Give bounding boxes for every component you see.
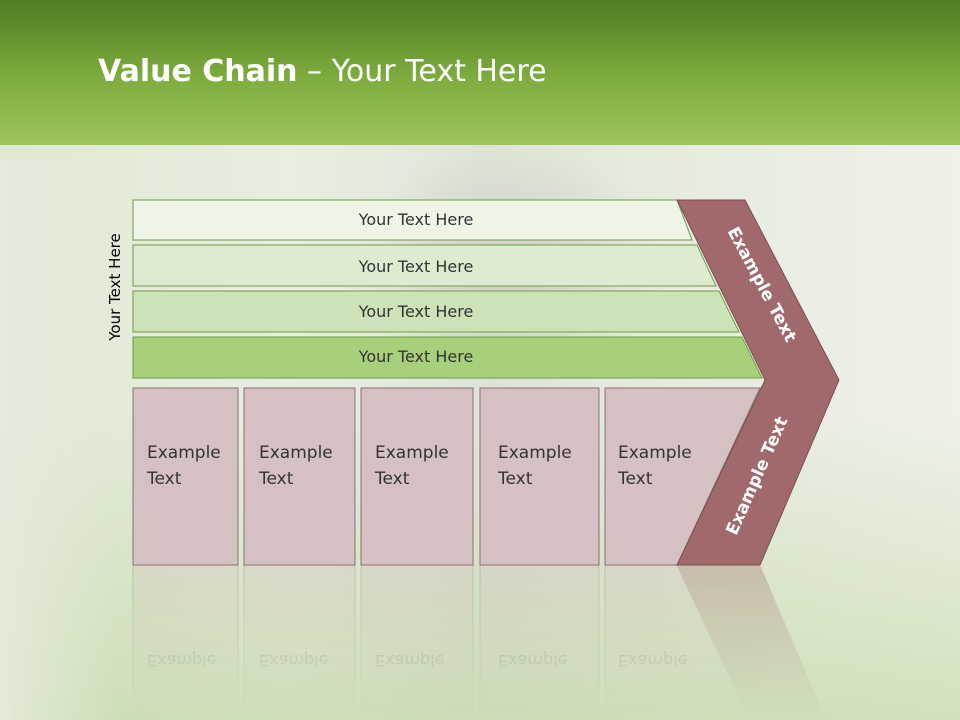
cell-5-line1: Example — [618, 443, 692, 463]
cell-2-line1: Example — [259, 443, 333, 463]
cell-3-text: Example Text — [375, 440, 449, 492]
cell-1 — [132, 387, 239, 566]
title-rest: – Your Text Here — [297, 54, 547, 89]
row-1-label: Your Text Here — [358, 210, 474, 229]
row-2 — [132, 244, 717, 287]
cell-1-text: Example Text — [147, 440, 221, 492]
title-bold: Value Chain — [98, 54, 298, 89]
cell-5-line2: Text — [618, 469, 653, 489]
chevron-arrow — [676, 199, 840, 566]
svg-text:Example: Example — [147, 651, 216, 670]
cell-5-text: Example Text — [618, 440, 692, 492]
cell-3 — [360, 387, 474, 566]
cell-2-line2: Text — [259, 469, 294, 489]
row-4 — [132, 336, 763, 379]
header-bar — [0, 0, 960, 145]
svg-text:Example: Example — [498, 651, 567, 670]
row-4-label: Your Text Here — [358, 347, 474, 366]
svg-text:Example: Example — [259, 651, 328, 670]
svg-text:Example: Example — [375, 651, 444, 670]
row-3 — [132, 290, 740, 333]
cell-3-line2: Text — [375, 469, 410, 489]
cell-2 — [243, 387, 356, 566]
cell-4 — [479, 387, 600, 566]
cell-4-text: Example Text — [498, 440, 572, 492]
row-2-label: Your Text Here — [358, 257, 474, 276]
cell-4-line2: Text — [498, 469, 533, 489]
cell-2-text: Example Text — [259, 440, 333, 492]
svg-text:Example: Example — [618, 651, 687, 670]
cell-1-line2: Text — [147, 469, 182, 489]
slide-title: Value Chain – Your Text Here — [98, 54, 547, 89]
cell-1-line1: Example — [147, 443, 221, 463]
cell-4-line1: Example — [498, 443, 572, 463]
cell-3-line1: Example — [375, 443, 449, 463]
row-3-label: Your Text Here — [358, 302, 474, 321]
row-1 — [132, 199, 693, 241]
